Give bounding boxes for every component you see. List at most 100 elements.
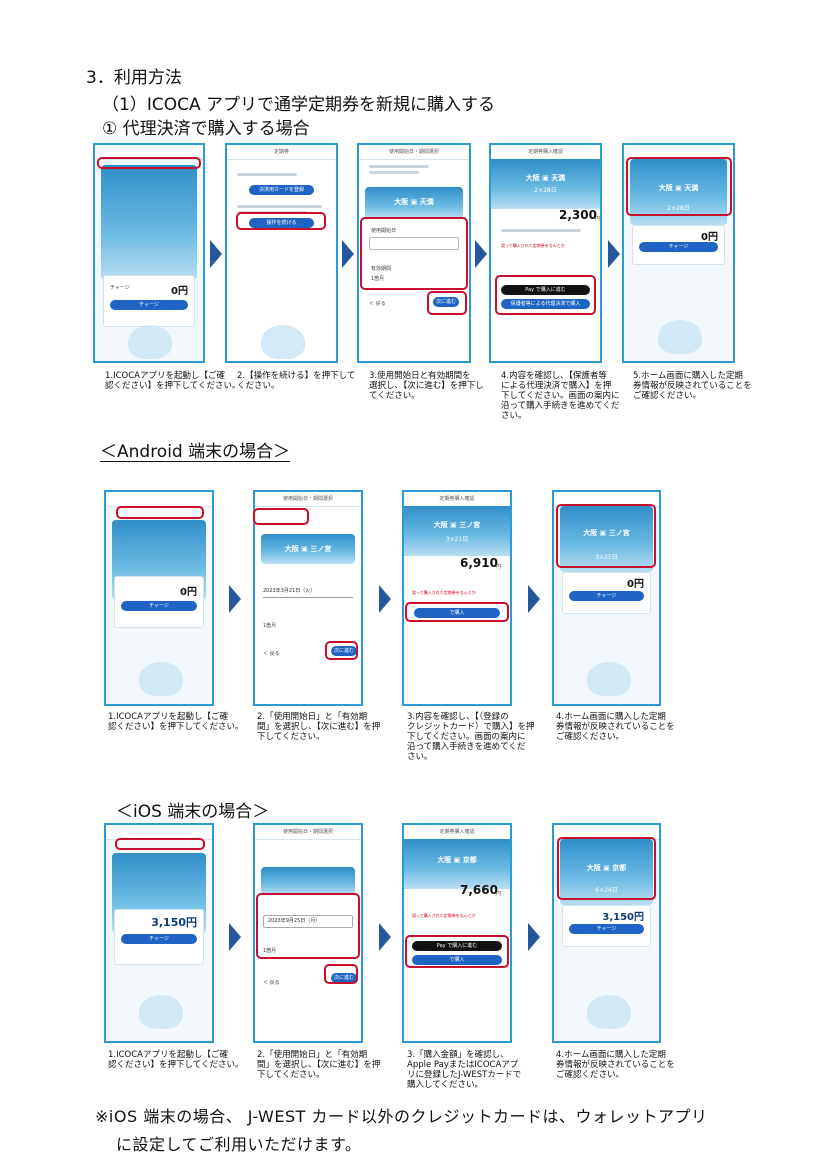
route-from: 大阪 — [284, 545, 299, 553]
screen-proxy-5: 大阪 ▣ 天満 2×28日 0円 チャージ — [622, 143, 735, 363]
balance-card: 3,150円 チャージ — [562, 905, 651, 947]
step-caption: 3.「購入金額」を確認し、 Apple PayまたはICOCAアプ リに登録した… — [407, 1050, 522, 1090]
next-arrow-icon — [379, 923, 391, 951]
next-arrow-icon — [210, 240, 222, 268]
apple-pay-button[interactable]: Pay で購入に進む — [501, 285, 590, 295]
icoca-card-visual — [101, 165, 197, 280]
route-to: 京都 — [612, 864, 627, 872]
highlight-box — [495, 275, 596, 315]
charge-button[interactable]: チャージ — [569, 591, 644, 601]
balance-card: 3,150円 チャージ — [114, 909, 204, 965]
mascot-icon — [128, 325, 172, 359]
highlight-box — [97, 157, 201, 169]
credit-card-purchase-button[interactable]: で購入 — [412, 955, 502, 965]
balance-amount: 3,150円 — [602, 912, 644, 923]
screen-android-3: 定期券購入確認 大阪 ▣ 三ノ宮 3×21日 6,910 円 誤って購入された定… — [402, 490, 512, 706]
period-label: 有効期間 — [371, 266, 392, 272]
route-from: 大阪 — [437, 856, 452, 864]
expiry-date: 2×28日 — [667, 205, 690, 212]
mascot-icon — [139, 995, 183, 1029]
highlight-box — [324, 964, 358, 984]
route-from: 大阪 — [586, 864, 601, 872]
back-link[interactable]: ＜ 戻る — [369, 301, 386, 307]
route-visual — [261, 867, 355, 895]
screen-ios-1: 3,150円 チャージ — [104, 823, 214, 1043]
next-arrow-icon — [342, 240, 354, 268]
screen-title: 定期券購入確認 — [404, 825, 510, 840]
next-button[interactable]: 次に進む — [433, 297, 459, 307]
screen-title: 使用開始日・期間選択 — [359, 145, 469, 160]
step-caption: 2.「使用開始日」と「有効期 間」を選択し、【次に進む】を押 下してください。 — [257, 712, 381, 742]
route-to: 京都 — [462, 856, 477, 864]
back-link[interactable]: ＜ 戻る — [263, 651, 280, 657]
charge-button[interactable]: チャージ — [569, 924, 644, 934]
route-from: 大阪 — [394, 198, 409, 206]
charge-button[interactable]: チャージ — [639, 242, 718, 252]
mascot-icon — [587, 995, 631, 1029]
start-date-select[interactable]: 2023年9月25日（月） — [263, 915, 353, 928]
next-button[interactable]: 次に進む — [331, 973, 357, 983]
screen-ios-3: 定期券購入確認 大阪 ▣ 京都 7,660 円 誤って購入された定期券をなんとか… — [402, 823, 512, 1043]
period-option[interactable]: 1箇月 — [263, 623, 277, 629]
charge-button[interactable]: チャージ — [110, 300, 188, 310]
highlight-box — [557, 837, 656, 900]
screen-proxy-3: 使用開始日・期間選択 大阪 ▣ 天満 使用開始日 有効期間 1箇月 ＜ 戻る 次… — [357, 143, 471, 363]
highlight-box — [116, 506, 204, 519]
charge-button[interactable]: チャージ — [121, 934, 197, 944]
credit-card-purchase-button[interactable]: で購入 — [414, 608, 500, 618]
expiry-date: 3×21日 — [445, 536, 469, 543]
next-arrow-icon — [229, 923, 241, 951]
screen-title: 定期券購入確認 — [404, 492, 510, 507]
highlight-box — [360, 217, 468, 290]
balance-card: 0円 チャージ — [562, 572, 651, 614]
start-date-select[interactable] — [369, 237, 459, 250]
screen-android-4: 大阪 ▣ 三ノ宮 3×21日 0円 チャージ — [552, 490, 661, 706]
next-arrow-icon — [379, 585, 391, 613]
route-from: 大阪 — [433, 521, 448, 529]
highlight-box — [236, 212, 326, 230]
balance-card: チャージ 0円 チャージ — [103, 275, 195, 327]
continue-button[interactable]: 操作を続ける — [249, 218, 314, 228]
next-arrow-icon — [229, 585, 241, 613]
highlight-box — [626, 157, 732, 216]
route-to: 天満 — [551, 174, 566, 182]
highlight-box — [325, 641, 358, 660]
back-link[interactable]: ＜ 戻る — [263, 980, 280, 986]
charge-button[interactable]: チャージ — [121, 601, 197, 611]
next-button[interactable]: 次に進む — [331, 646, 357, 656]
expiry-date: 6×24日 — [595, 887, 618, 894]
highlight-box — [405, 602, 509, 622]
mascot-icon — [261, 325, 305, 359]
footnote-line-1: ※iOS 端末の場合、 J-WEST カード以外のクレジットカードは、ウォレット… — [95, 1107, 708, 1126]
step-caption: 1.ICOCAアプリを起動し【ご確 認ください】を押下してください。 — [108, 1050, 244, 1070]
start-date-select[interactable]: 2023年3月21日（火） — [263, 586, 353, 598]
route-to: 天満 — [419, 198, 434, 206]
step-caption: 1.ICOCAアプリを起動し【ご確 認ください】を押下してください。 — [105, 371, 241, 391]
android-heading: ＜Android 端末の場合＞ — [100, 442, 291, 462]
register-card-button[interactable]: 決済用カードを登録 — [249, 185, 314, 195]
expiry-date: 2×28日 — [534, 187, 557, 194]
screen-ios-4: 大阪 ▣ 京都 6×24日 3,150円 チャージ — [552, 823, 661, 1043]
period-option[interactable]: 1箇月 — [263, 948, 277, 954]
proxy-purchase-button[interactable]: 保護者等による代理決済で購入 — [501, 299, 590, 309]
mascot-icon — [139, 662, 183, 696]
period-option[interactable]: 1箇月 — [371, 276, 385, 282]
screen-title: 定期券 — [227, 145, 336, 160]
balance-amount: 0円 — [627, 579, 644, 590]
screen-title: 使用開始日・期間選択 — [255, 825, 361, 840]
mascot-icon — [587, 662, 631, 696]
apple-pay-button[interactable]: Pay で購入に進む — [412, 941, 502, 951]
next-arrow-icon — [528, 923, 540, 951]
start-date-label: 使用開始日 — [371, 228, 397, 234]
highlight-box — [427, 291, 467, 315]
route-to: 三ノ宮 — [310, 545, 332, 553]
footnote-line-2: に設定してご利用いただけます。 — [116, 1135, 362, 1154]
next-arrow-icon — [528, 585, 540, 613]
screen-title: 使用開始日・期間選択 — [255, 492, 361, 507]
screen-proxy-2: 定期券 決済用カードを登録 操作を続ける — [225, 143, 338, 363]
purchase-price: 6,910 — [460, 556, 498, 570]
screen-ios-2: 使用開始日・期間選択 2023年9月25日（月） 1箇月 ＜ 戻る 次に進む — [253, 823, 363, 1043]
ios-heading: ＜iOS 端末の場合＞ — [116, 802, 270, 822]
route-from: 大阪 — [583, 529, 598, 537]
balance-card: 0円 チャージ — [632, 225, 725, 265]
